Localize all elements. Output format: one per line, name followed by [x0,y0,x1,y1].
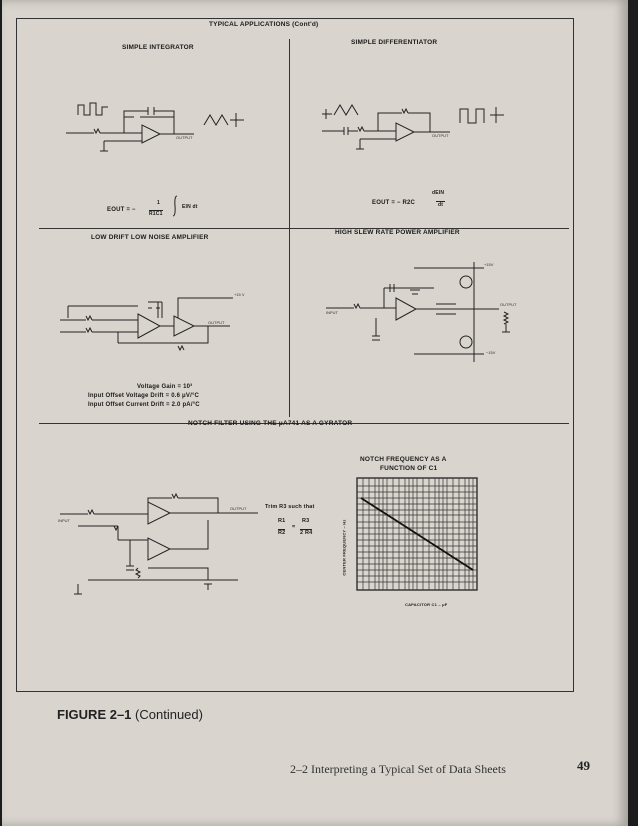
svg-text:INPUT: INPUT [58,518,71,523]
svg-text:−15V: −15V [486,350,496,355]
notch-title: NOTCH FILTER USING THE μA741 AS A GYRATO… [188,420,353,427]
figure-frame [16,18,574,692]
low-drift-spec-gain: Voltage Gain = 10³ [137,384,193,390]
integrator-formula-num: 1 [157,200,160,206]
graph-xlabel: CAPACITOR C1 – μF [405,602,448,607]
slew-title: HIGH SLEW RATE POWER AMPLIFIER [335,229,460,236]
low-drift-spec-voltage-drift: Input Offset Voltage Drift = 0.6 μV/°C [88,393,200,399]
integral-sign-icon [172,195,178,217]
notch-trim-text: Trim R3 such that [265,504,315,510]
low-drift-spec-current-drift: Input Offset Current Drift = 2.0 pA/°C [88,402,200,408]
page-header-title: TYPICAL APPLICATIONS (Cont'd) [209,21,319,28]
notch-eq-r2: R2 [278,529,286,536]
differentiator-formula-den: dt [436,201,446,208]
graph-ylabel: CENTER FREQUENCY – Hz [341,519,347,576]
figure-note: (Continued) [135,707,203,722]
svg-text:+15V: +15V [484,262,494,267]
svg-text:+15 V: +15 V [234,292,245,297]
notch-eq-equals: = [292,524,296,530]
svg-text:INPUT: INPUT [326,310,339,315]
figure-label: FIGURE 2–1 [57,707,132,722]
notch-eq-2r4: 2 R4 [300,529,313,536]
divider-middle [39,423,569,425]
differentiator-schematic: OUTPUT [322,104,504,150]
running-footer: 2–2 Interpreting a Typical Set of Data S… [290,762,506,776]
graph-title-line1: NOTCH FREQUENCY AS A [360,456,447,463]
figure-caption: FIGURE 2–1 (Continued) [57,707,203,722]
differentiator-formula-num: dEIN [432,190,445,196]
svg-text:OUTPUT: OUTPUT [500,302,517,307]
graph-title-line2: FUNCTION OF C1 [380,465,438,472]
differentiator-title: SIMPLE DIFFERENTIATOR [351,39,438,46]
svg-text:OUTPUT: OUTPUT [432,133,449,138]
notch-eq-r3: R3 [302,518,310,524]
divider-top [39,228,569,230]
integrator-formula-lhs: EOUT = − [107,207,136,213]
divider-vertical [289,39,291,417]
slew-schematic: +15V −15V INPUT OUTPUT [326,262,517,362]
svg-text:OUTPUT: OUTPUT [176,135,193,140]
integrator-schematic: OUTPUT [66,102,244,152]
differentiator-formula-lhs: EOUT = − R2C [372,200,416,206]
notch-schematic: INPUT OUTPUT [58,492,258,595]
svg-text:OUTPUT: OUTPUT [208,320,225,325]
notch-eq-r1: R1 [278,518,286,524]
low-drift-title: LOW DRIFT LOW NOISE AMPLIFIER [91,234,209,241]
page-number: 49 [577,758,590,773]
low-drift-schematic: OUTPUT +15 V [60,292,245,352]
svg-text:OUTPUT: OUTPUT [230,506,247,511]
integrator-formula-rhs: EIN dt [182,204,198,210]
integrator-title: SIMPLE INTEGRATOR [122,44,194,51]
notch-frequency-graph [356,477,478,591]
integrator-formula-den: R1C1 [149,210,163,217]
